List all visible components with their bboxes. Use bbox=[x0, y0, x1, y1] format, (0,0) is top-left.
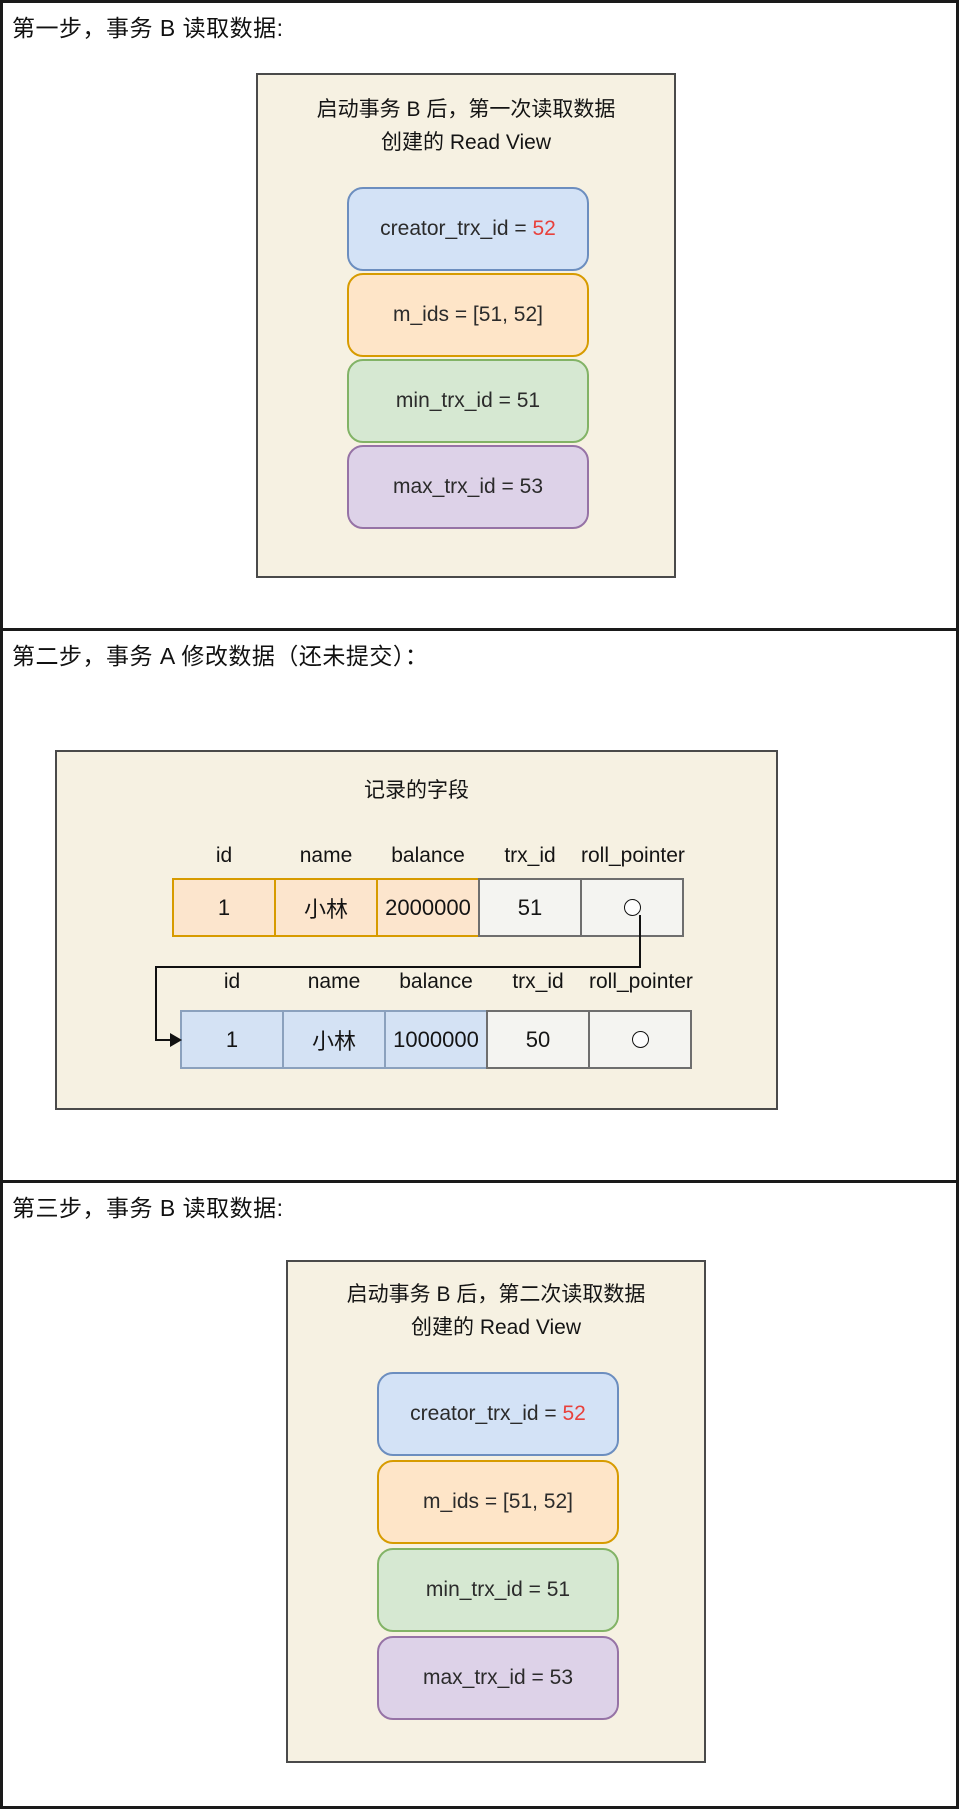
column-header-trx-id: trx_id bbox=[512, 970, 564, 993]
field-text: max_trx_id = 53 bbox=[423, 1666, 573, 1690]
current-record-header: id name balance trx_id roll_pointer bbox=[173, 844, 685, 868]
step1-field-m-ids: m_ids = [51, 52] bbox=[347, 273, 589, 357]
column-header-id: id bbox=[223, 970, 241, 993]
step3-field-max-trx-id: max_trx_id = 53 bbox=[377, 1636, 619, 1720]
step3-panel-title-line1: 启动事务 B 后，第二次读取数据 bbox=[346, 1283, 646, 1306]
field-text: min_trx_id = 51 bbox=[396, 389, 540, 413]
field-prefix: creator_trx_id = bbox=[380, 217, 533, 240]
step3-heading: 第三步，事务 B 读取数据: bbox=[12, 1195, 284, 1221]
current-balance-cell: 2000000 bbox=[376, 878, 480, 937]
current-record-row: 1 小林 2000000 51 bbox=[172, 878, 684, 937]
step1-field-creator-trx-id: creator_trx_id = 52 bbox=[347, 187, 589, 271]
column-header-balance: balance bbox=[399, 970, 473, 993]
step3-panel-title-line2: 创建的 Read View bbox=[410, 1316, 581, 1339]
column-header-name: name bbox=[307, 970, 361, 993]
step2-heading: 第二步，事务 A 修改数据（还未提交）： bbox=[12, 643, 429, 669]
field-text: creator_trx_id = 52 bbox=[410, 1402, 586, 1426]
field-text: max_trx_id = 53 bbox=[393, 475, 543, 499]
step1-panel-title: 启动事务 B 后，第一次读取数据 创建的 Read View bbox=[258, 93, 674, 159]
current-trx-id-cell: 51 bbox=[478, 878, 582, 937]
column-header-id: id bbox=[215, 844, 233, 867]
undo-record-row: 1 小林 1000000 50 bbox=[180, 1010, 692, 1069]
step2-panel-title: 记录的字段 bbox=[364, 779, 469, 802]
step1-panel-title-line1: 启动事务 B 后，第一次读取数据 bbox=[316, 98, 616, 121]
field-text: creator_trx_id = 52 bbox=[380, 217, 556, 241]
undo-trx-id-cell: 50 bbox=[486, 1010, 590, 1069]
column-header-name: name bbox=[299, 844, 353, 867]
field-prefix: min_trx_id = 51 bbox=[425, 1578, 571, 1601]
undo-id-cell: 1 bbox=[180, 1010, 284, 1069]
field-text: min_trx_id = 51 bbox=[426, 1578, 570, 1602]
column-header-roll-pointer: roll_pointer bbox=[581, 844, 685, 867]
step1-heading: 第一步，事务 B 读取数据: bbox=[12, 15, 284, 41]
undo-roll-pointer-cell bbox=[588, 1010, 692, 1069]
field-text: m_ids = [51, 52] bbox=[423, 1490, 573, 1514]
step1-field-max-trx-id: max_trx_id = 53 bbox=[347, 445, 589, 529]
step3-panel-title: 启动事务 B 后，第二次读取数据 创建的 Read View bbox=[288, 1278, 704, 1344]
field-value: 52 bbox=[562, 1402, 586, 1425]
current-name-cell: 小林 bbox=[274, 878, 378, 937]
field-prefix: m_ids = [51, 52] bbox=[422, 1490, 573, 1513]
field-value: 52 bbox=[532, 217, 556, 240]
step1-readview-panel: 启动事务 B 后，第一次读取数据 创建的 Read View creator_t… bbox=[256, 73, 676, 578]
step1-panel-title-line2: 创建的 Read View bbox=[380, 131, 551, 154]
column-header-trx-id: trx_id bbox=[504, 844, 556, 867]
section-divider-1 bbox=[3, 628, 956, 631]
section-divider-2 bbox=[3, 1180, 956, 1183]
field-prefix: max_trx_id = 53 bbox=[423, 1666, 573, 1689]
undo-record-header: id name balance trx_id roll_pointer bbox=[181, 970, 693, 994]
step3-field-creator-trx-id: creator_trx_id = 52 bbox=[377, 1372, 619, 1456]
column-header-balance: balance bbox=[391, 844, 465, 867]
circle-outline-icon bbox=[631, 1031, 649, 1048]
current-id-cell: 1 bbox=[172, 878, 276, 937]
undo-name-cell: 小林 bbox=[282, 1010, 386, 1069]
undo-balance-cell: 1000000 bbox=[384, 1010, 488, 1069]
step3-field-m-ids: m_ids = [51, 52] bbox=[377, 1460, 619, 1544]
column-header-roll-pointer: roll_pointer bbox=[589, 970, 693, 993]
field-prefix: m_ids = [51, 52] bbox=[392, 303, 543, 326]
field-prefix: min_trx_id = 51 bbox=[395, 389, 541, 412]
step1-field-min-trx-id: min_trx_id = 51 bbox=[347, 359, 589, 443]
step2-record-panel: 记录的字段 id name balance trx_id roll_pointe… bbox=[55, 750, 778, 1110]
step3-field-min-trx-id: min_trx_id = 51 bbox=[377, 1548, 619, 1632]
field-text: m_ids = [51, 52] bbox=[393, 303, 543, 327]
current-roll-pointer-cell bbox=[580, 878, 684, 937]
step3-readview-panel: 启动事务 B 后，第二次读取数据 创建的 Read View creator_t… bbox=[286, 1260, 706, 1763]
circle-outline-icon bbox=[623, 899, 641, 916]
field-prefix: max_trx_id = 53 bbox=[393, 475, 543, 498]
field-prefix: creator_trx_id = bbox=[410, 1402, 563, 1425]
